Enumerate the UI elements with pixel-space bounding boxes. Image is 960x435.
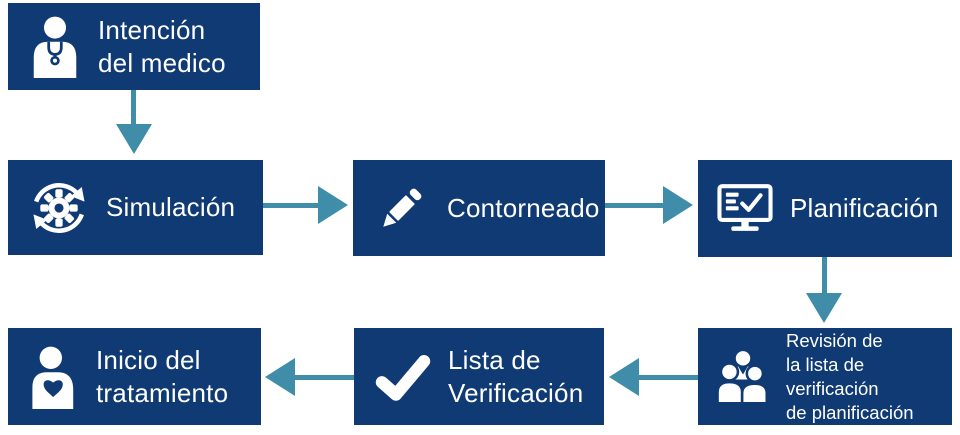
node-label: Lista de Verificación bbox=[448, 344, 584, 408]
arrow-stem bbox=[822, 257, 827, 295]
node-label: Revisión de la lista de verificación de … bbox=[786, 329, 914, 423]
node-revision-lista-verificacion: Revisión de la lista de verificación de … bbox=[698, 328, 952, 425]
sync-gear-icon bbox=[28, 177, 90, 239]
check-icon bbox=[374, 352, 432, 402]
arrow-stem bbox=[605, 203, 663, 208]
node-intencion-del-medico: Intención del medico bbox=[8, 3, 260, 90]
node-inicio-del-tratamiento: Inicio del tratamiento bbox=[8, 328, 261, 425]
team-icon bbox=[714, 349, 772, 405]
arrow-stem bbox=[131, 90, 136, 126]
arrow-head-left bbox=[265, 358, 295, 396]
node-label: Intención del medico bbox=[98, 14, 226, 78]
node-label: Simulación bbox=[106, 192, 236, 222]
node-lista-de-verificacion: Lista de Verificación bbox=[354, 328, 604, 425]
arrow-head-right bbox=[318, 186, 348, 224]
node-simulacion: Simulación bbox=[8, 160, 263, 255]
node-contorneado: Contorneado bbox=[353, 160, 605, 256]
arrow-head-down bbox=[116, 124, 152, 154]
arrow-head-right bbox=[663, 186, 693, 224]
arrow-stem bbox=[639, 375, 698, 380]
pencil-icon bbox=[373, 179, 431, 237]
node-label: Contorneado bbox=[447, 192, 600, 223]
node-label: Planificación bbox=[790, 193, 939, 223]
arrow-stem bbox=[263, 203, 319, 208]
arrow-head-left bbox=[609, 358, 639, 396]
monitor-checklist-icon bbox=[714, 182, 776, 236]
arrow-stem bbox=[295, 375, 354, 380]
node-planificacion: Planificación bbox=[698, 160, 952, 257]
node-label: Inicio del tratamiento bbox=[96, 344, 229, 408]
arrow-head-down bbox=[806, 293, 842, 323]
doctor-icon bbox=[28, 15, 82, 78]
patient-heart-icon bbox=[28, 345, 80, 409]
